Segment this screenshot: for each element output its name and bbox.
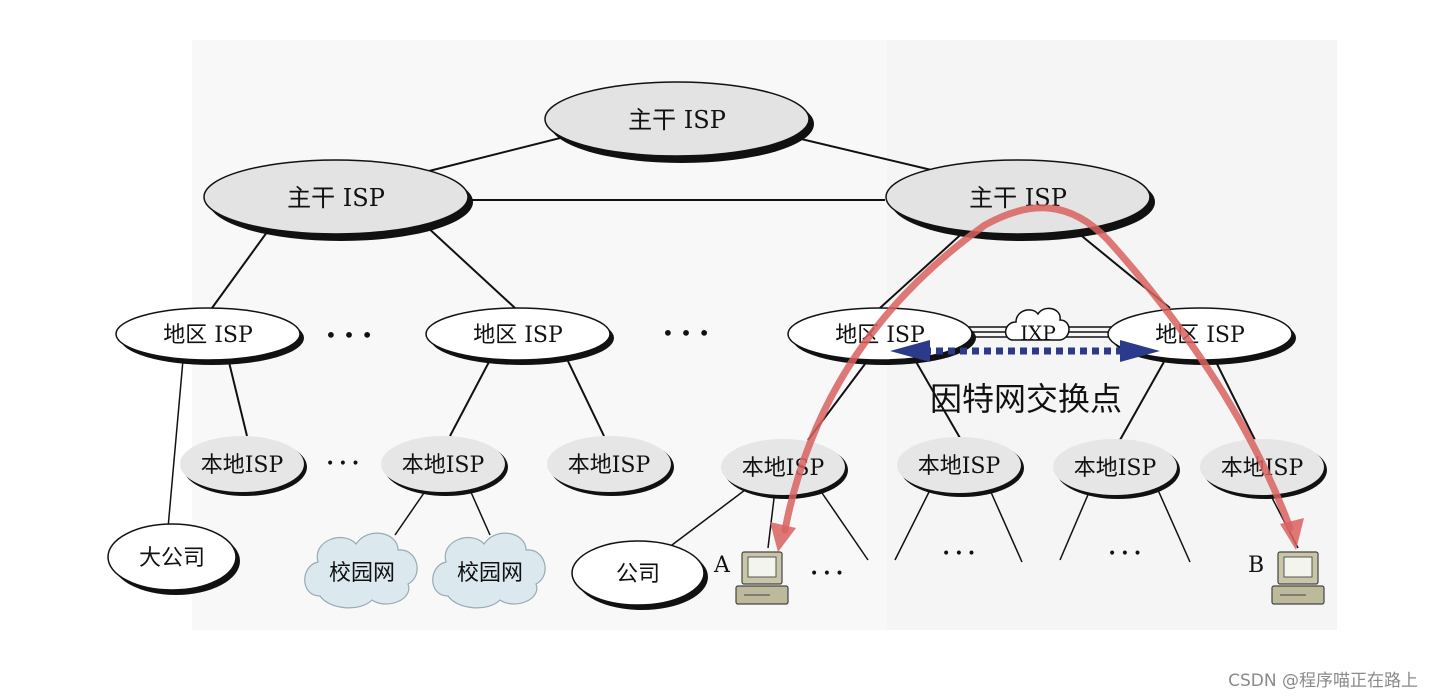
ellipsis-right-1: • • • <box>942 546 976 562</box>
watermark: CSDN @程序喵正在路上 <box>1228 671 1418 691</box>
host-a-label: A <box>713 553 731 578</box>
local-isp-5-label: 本地ISP <box>918 454 1001 479</box>
local-isp-5: 本地ISP <box>897 437 1024 497</box>
campus-network-1-label: 校园网 <box>329 561 395 586</box>
regional-isp-2: 地区 ISP <box>425 307 614 365</box>
backbone-isp-top: 主干 ISP <box>544 81 814 163</box>
local-isp-3: 本地ISP <box>547 436 674 496</box>
backbone-isp-left-label: 主干 ISP <box>287 184 385 212</box>
local-isp-6: 本地ISP <box>1053 439 1180 499</box>
regional-isp-1: 地区 ISP <box>115 307 304 365</box>
backbone-isp-left: 主干 ISP <box>203 159 473 241</box>
local-isp-1: 本地ISP <box>180 436 307 496</box>
host-b-computer-icon <box>1271 551 1325 605</box>
ellipsis-right-2: • • • <box>1108 546 1142 562</box>
ixp-shortcut-arrow <box>890 340 1160 362</box>
backbone-isp-top-label: 主干 ISP <box>628 106 726 134</box>
ellipsis-local-left: • • • <box>326 456 360 472</box>
ixp-caption: 因特网交换点 <box>930 380 1122 418</box>
regional-isp-1-label: 地区 ISP <box>163 323 253 348</box>
ellipsis-hosts: • • • <box>810 566 844 582</box>
ellipsis-regional-mid: • • • <box>662 321 710 345</box>
host-a-computer-icon <box>735 551 789 605</box>
company-label: 公司 <box>616 562 660 587</box>
local-isp-4-label: 本地ISP <box>742 456 825 481</box>
host-b-label: B <box>1248 553 1264 578</box>
local-isp-2-label: 本地ISP <box>402 453 485 478</box>
company-node: 公司 <box>571 540 708 610</box>
local-isp-3-label: 本地ISP <box>568 453 651 478</box>
campus-network-2: 校园网 <box>432 532 546 609</box>
local-isp-1-label: 本地ISP <box>201 453 284 478</box>
big-company-node: 大公司 <box>107 523 240 595</box>
campus-network-2-label: 校园网 <box>457 561 523 586</box>
local-isp-4: 本地ISP <box>721 439 848 499</box>
ixp-label: IXP <box>1020 321 1056 345</box>
local-isp-2: 本地ISP <box>381 436 508 496</box>
local-isp-6-label: 本地ISP <box>1074 456 1157 481</box>
regional-isp-4-label: 地区 ISP <box>1155 323 1245 348</box>
ixp-cloud: IXP <box>1004 307 1070 345</box>
regional-isp-2-label: 地区 ISP <box>473 323 563 348</box>
campus-network-1: 校园网 <box>304 532 418 609</box>
backbone-route-path <box>770 204 1304 552</box>
topology-links <box>167 127 1299 563</box>
big-company-label: 大公司 <box>139 546 205 571</box>
ellipsis-regional-left: • • • <box>325 323 373 347</box>
